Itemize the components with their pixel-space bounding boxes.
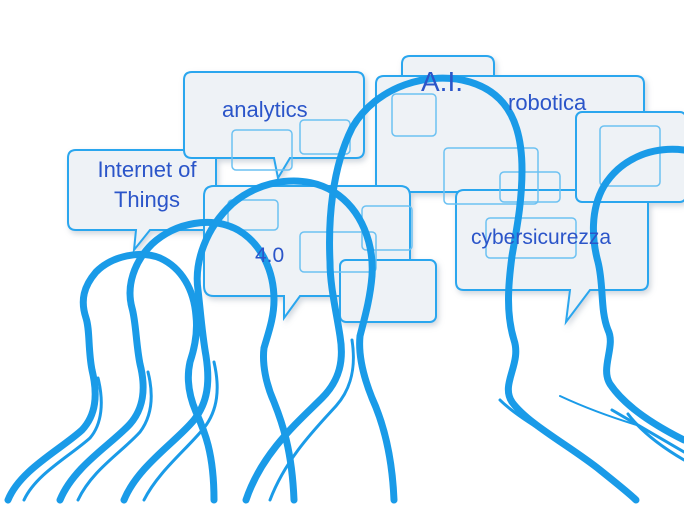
people-outlines [4, 74, 684, 504]
label-ai: A.I. [421, 66, 464, 97]
label-robotica: robotica [508, 90, 587, 115]
label-internet-of-things: Internet of Things [97, 157, 197, 212]
person-outline-1 [4, 251, 218, 504]
person-outline-right [589, 145, 684, 444]
label-industry-4-0: 4.0 [255, 244, 285, 267]
person-outline-3 [120, 177, 398, 504]
label-cybersicurezza: cybersicurezza [471, 226, 612, 249]
bubble-analytics [183, 71, 365, 181]
person-outline-main [242, 74, 640, 504]
person-outline-2 [56, 219, 298, 504]
label-analytics: analytics [222, 97, 308, 122]
bubble-cybersicurezza [455, 189, 649, 326]
bubble-small-1 [339, 259, 437, 323]
